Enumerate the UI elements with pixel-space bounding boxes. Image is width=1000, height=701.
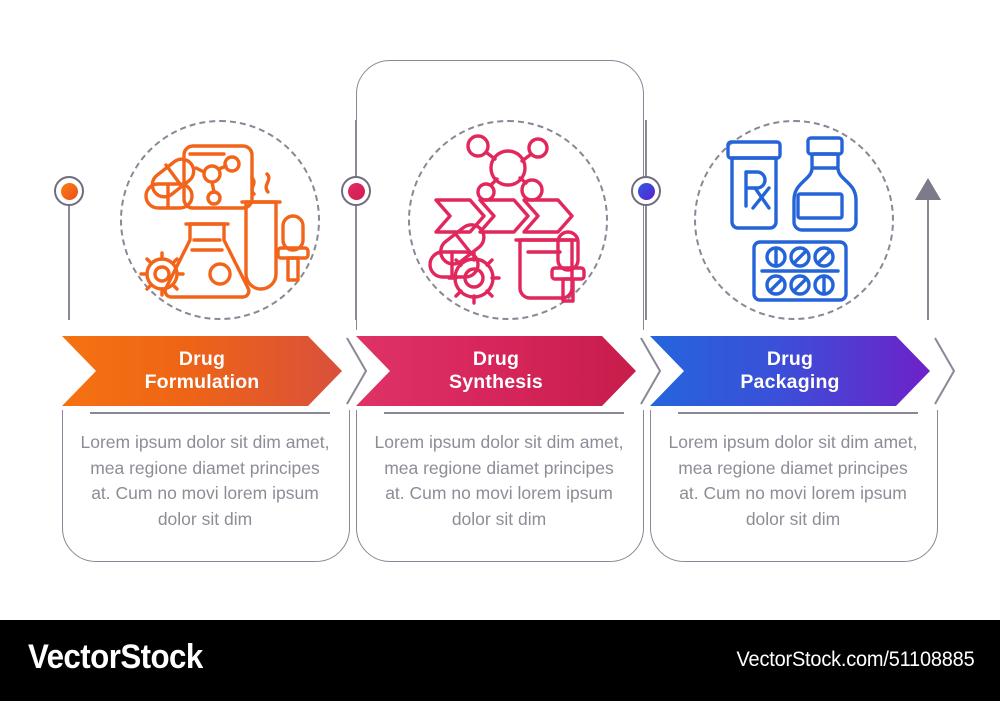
- step-description-1: Lorem ipsum dolor sit dim amet, mea regi…: [80, 432, 330, 529]
- infographic-canvas: Drug Formulation Drug Synthesis Drug Pac…: [54, 60, 956, 562]
- drug-synthesis-glyph: [428, 134, 586, 305]
- dashed-circle-2: [408, 120, 608, 320]
- step-banner-1[interactable]: Drug Formulation: [62, 336, 342, 406]
- timeline-dot-3: [637, 182, 655, 200]
- dashed-circle-1: [120, 120, 320, 320]
- timeline-line-3-top: [645, 120, 648, 178]
- dashed-circle-3: [694, 120, 894, 320]
- banner-underline-1: [90, 412, 330, 415]
- timeline-line-1: [68, 205, 71, 320]
- drug-packaging-icon: [694, 120, 894, 320]
- step-banner-3[interactable]: Drug Packaging: [650, 336, 930, 406]
- timeline-dot-1: [60, 182, 78, 200]
- step-banner-2[interactable]: Drug Synthesis: [356, 336, 636, 406]
- timeline-line-end: [927, 200, 930, 320]
- timeline-dot-2: [347, 182, 365, 200]
- timeline-marker-2[interactable]: [341, 176, 371, 206]
- step-title-1: Drug Formulation: [144, 348, 260, 393]
- timeline-line-3-bottom: [645, 205, 648, 320]
- timeline-end-arrow-icon: [915, 178, 941, 200]
- timeline-line-2-top: [355, 120, 358, 178]
- vectorstock-logo: VectorStock: [28, 638, 203, 676]
- step-description-3: Lorem ipsum dolor sit dim amet, mea regi…: [668, 432, 918, 529]
- timeline-marker-3[interactable]: [631, 176, 661, 206]
- drug-formulation-glyph: [139, 144, 310, 299]
- vectorstock-credit: VectorStock.com/51108885: [736, 648, 974, 671]
- watermark-footer: VectorStock VectorStock.com/51108885: [0, 620, 1000, 701]
- chevron-outline-2: [640, 337, 662, 405]
- banner-underline-3: [678, 412, 918, 415]
- banner-underline-2: [384, 412, 624, 415]
- step-description-2: Lorem ipsum dolor sit dim amet, mea regi…: [374, 432, 624, 529]
- chevron-outline-3: [934, 337, 956, 405]
- step-title-3: Drug Packaging: [740, 348, 840, 393]
- drug-packaging-glyph: [726, 136, 858, 302]
- timeline-marker-1[interactable]: [54, 176, 84, 206]
- timeline-line-2-bottom: [355, 205, 358, 320]
- drug-formulation-icon: [120, 120, 320, 320]
- drug-synthesis-icon: [408, 120, 608, 320]
- chevron-outline-1: [346, 337, 368, 405]
- step-title-2: Drug Synthesis: [449, 348, 543, 393]
